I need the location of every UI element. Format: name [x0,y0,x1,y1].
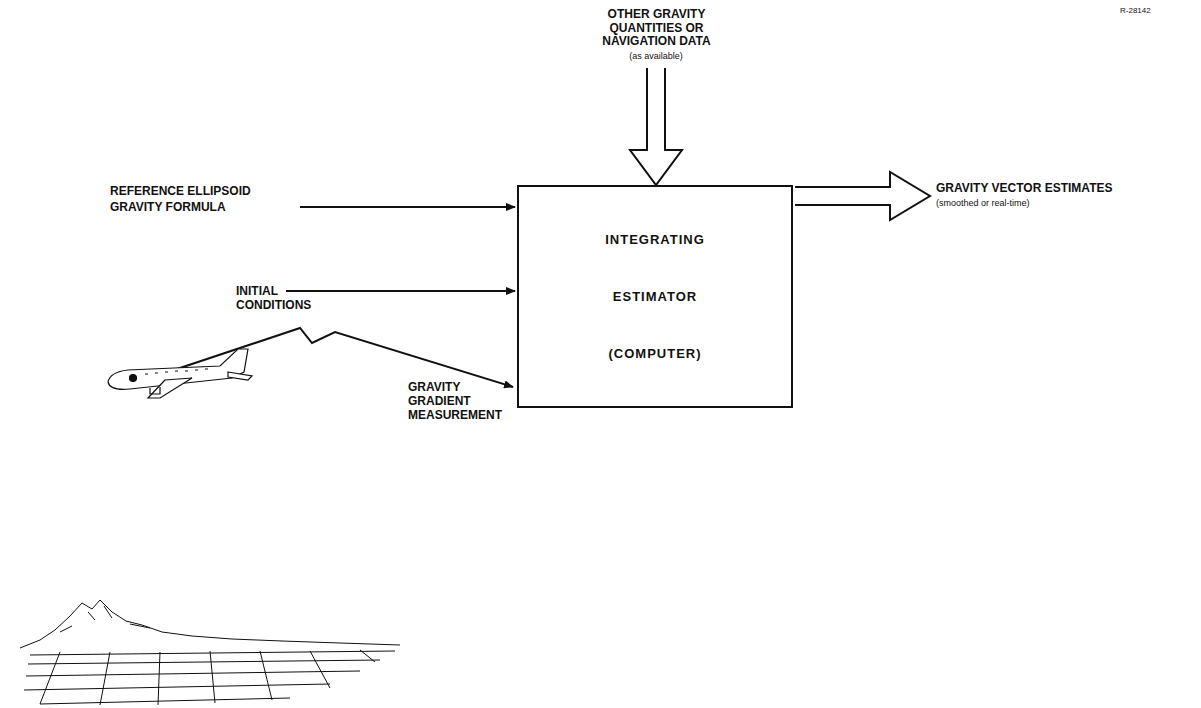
input-arrow [300,206,515,208]
terrain [20,600,400,705]
box-text: INTEGRATING ESTIMATOR (COMPUTER) [590,211,720,382]
output-label: GRAVITY VECTOR ESTIMATES [936,181,1176,196]
input-label: OTHER GRAVITY QUANTITIES OR NAVIGATION D… [594,8,719,49]
aircraft [108,349,252,398]
input-arrow [286,290,515,292]
hollow-input-arrow [630,68,682,185]
figure-number: R-28142 [1120,6,1190,16]
input-label: REFERENCE ELLIPSOID GRAVITY FORMULA [110,183,270,215]
input-label: INITIAL CONDITIONS [236,284,331,312]
measurement-label: GRAVITY GRADIENT MEASUREMENT [408,380,513,422]
hollow-output-arrow [795,172,930,220]
output-note: (smoothed or real-time) [936,197,1136,209]
input-note: (as available) [596,50,716,62]
process-box: INTEGRATING ESTIMATOR (COMPUTER) [517,185,793,408]
